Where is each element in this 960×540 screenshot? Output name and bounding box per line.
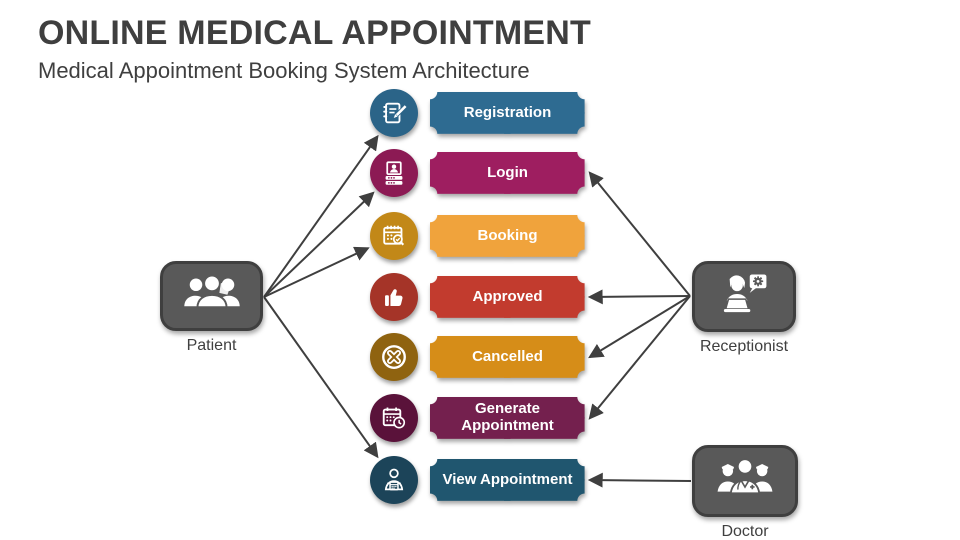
actor-receptionist (692, 261, 796, 332)
calendar-clock-icon (370, 394, 418, 442)
patients-group-icon (180, 273, 244, 320)
step-label-view: View Appointment (442, 470, 573, 488)
cancel-circle-icon (370, 333, 418, 381)
notebook-pencil-icon (370, 89, 418, 137)
thumbs-up-icon (370, 273, 418, 321)
actor-doctor (692, 445, 798, 517)
step-label-login: Login (487, 163, 528, 181)
step-box-login: Login (430, 152, 585, 194)
step-label-registration: Registration (463, 103, 552, 121)
actor-doctor-label: Doctor (721, 523, 769, 540)
step-label-cancelled: Cancelled (472, 347, 543, 365)
step-box-generate: Generate Appointment (430, 397, 585, 439)
receptionist-icon (714, 271, 774, 322)
step-box-registration: Registration (430, 92, 585, 134)
step-box-approved: Approved (430, 276, 585, 318)
actor-receptionist-label: Receptionist (699, 338, 789, 355)
page-subtitle: Medical Appointment Booking System Archi… (38, 58, 530, 83)
id-card-icon (370, 149, 418, 197)
step-box-view: View Appointment (430, 459, 585, 501)
step-label-approved: Approved (472, 287, 543, 305)
step-box-cancelled: Cancelled (430, 336, 585, 378)
calendar-search-icon (370, 212, 418, 260)
step-box-booking: Booking (430, 215, 585, 257)
actor-patient (160, 261, 263, 331)
person-calendar-icon (370, 456, 418, 504)
step-label-booking: Booking (477, 226, 538, 244)
step-label-generate: Generate Appointment (461, 400, 554, 434)
doctors-group-icon (713, 456, 777, 507)
actor-patient-label: Patient (186, 337, 237, 354)
page-title: ONLINE MEDICAL APPOINTMENT (38, 14, 591, 52)
